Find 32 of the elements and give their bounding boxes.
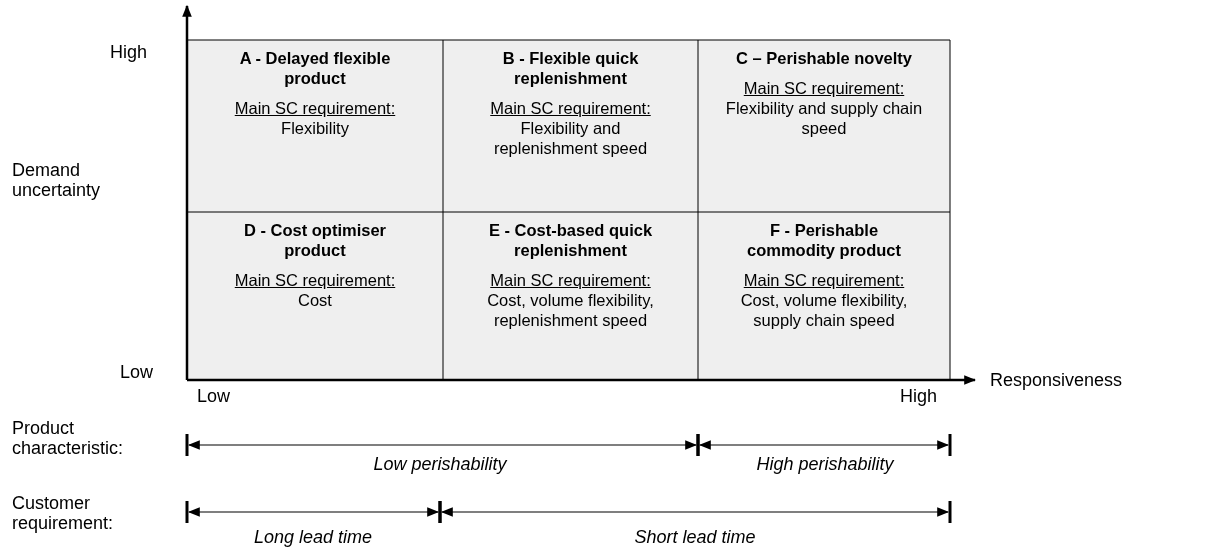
row-title: Customer requirement: <box>12 493 115 533</box>
row-title: Product characteristic: <box>12 418 125 458</box>
requirement-text: Flexibility and supply chain speed <box>724 98 924 138</box>
quadrant-cell <box>187 212 443 380</box>
requirement-caption: Main SC requirement: <box>490 270 651 290</box>
requirement-caption: Main SC requirement: <box>234 270 396 290</box>
quadrant-cell <box>443 40 698 212</box>
requirement-caption: Main SC requirement: <box>490 98 651 118</box>
quadrant-cell <box>187 40 443 212</box>
axis-label: High <box>110 42 148 62</box>
axis-title: Responsiveness <box>990 370 1123 390</box>
axis-label: High <box>900 386 938 406</box>
axis-label: Low <box>197 386 231 406</box>
cell-heading: F - Perishable commodity product <box>746 220 902 260</box>
cell-heading: D - Cost optimiser product <box>242 220 388 260</box>
quadrant-cell <box>443 212 698 380</box>
requirement-text: Cost <box>297 290 333 310</box>
requirement-text: Cost, volume flexibility, supply chain speed <box>739 290 909 330</box>
requirement-caption: Main SC requirement: <box>234 98 396 118</box>
requirement-caption: Main SC requirement: <box>743 270 905 290</box>
cell-heading: B - Flexible quick replenishment <box>501 48 640 88</box>
axis-label: Low <box>120 362 154 382</box>
requirement-text: Flexibility and replenishment speed <box>492 118 649 158</box>
cell-heading: C – Perishable novelty <box>734 48 914 68</box>
cell-heading: E - Cost-based quick replenishment <box>487 220 654 260</box>
requirement-text: Cost, volume flexibility, replenishment speed <box>486 290 655 330</box>
axis-title: Demand uncertainty <box>12 160 102 200</box>
requirement-caption: Main SC requirement: <box>743 78 905 98</box>
cell-heading: A - Delayed flexible product <box>238 48 392 88</box>
requirement-text: Flexibility <box>280 118 350 138</box>
quadrant-cell <box>698 40 950 212</box>
quadrant-cell <box>698 212 950 380</box>
